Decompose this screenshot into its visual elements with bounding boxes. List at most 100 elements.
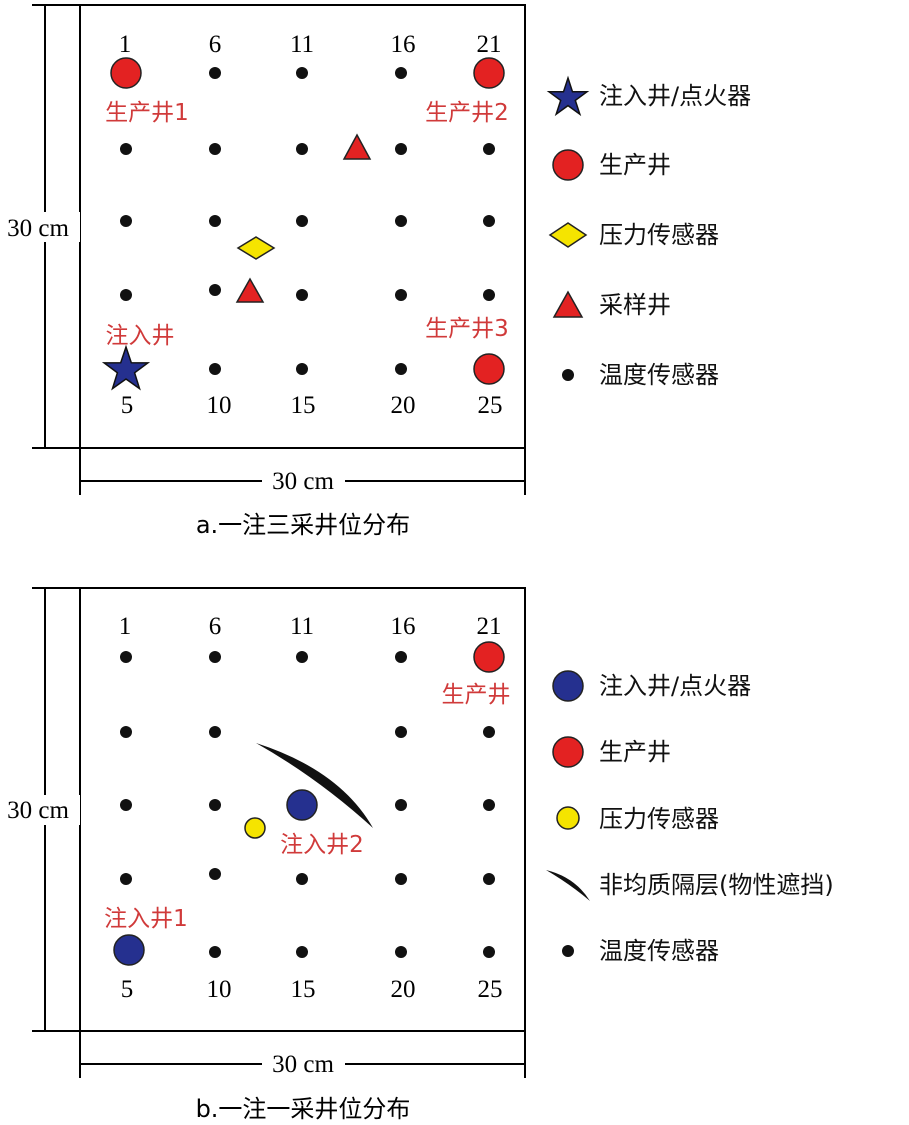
legend-label: 生产井 — [599, 151, 671, 179]
grid-number: 15 — [291, 392, 316, 419]
dim-bottom-label-a: 30 cm — [272, 468, 334, 495]
producer-well-1 — [110, 57, 142, 89]
grid-number: 6 — [209, 613, 222, 640]
red-circle-icon — [552, 149, 584, 181]
yellow-circle-icon — [556, 806, 580, 830]
grid-number: 5 — [121, 392, 134, 419]
grid-number: 11 — [290, 31, 314, 58]
temperature-sensor — [120, 726, 132, 738]
temperature-sensor — [395, 651, 407, 663]
grid-number: 16 — [391, 613, 416, 640]
temperature-sensor — [395, 363, 407, 375]
heterogeneous-barrier — [256, 743, 373, 828]
legend-label: 压力传感器 — [599, 805, 719, 833]
grid-number: 21 — [477, 31, 502, 58]
legend-label: 非均质隔层(物性遮挡) — [599, 871, 834, 899]
temperature-sensor — [483, 726, 495, 738]
temperature-sensor — [395, 946, 407, 958]
temperature-sensor — [483, 799, 495, 811]
temperature-sensor — [296, 215, 308, 227]
grid-number: 25 — [478, 976, 503, 1003]
temperature-sensors-a — [120, 67, 495, 375]
grid-number: 10 — [207, 392, 232, 419]
producer-1-label: 生产井1 — [105, 100, 189, 126]
top-numbers-b: 1 6 11 16 21 — [119, 613, 502, 640]
grid-number: 6 — [209, 31, 222, 58]
red-triangle-icon — [552, 290, 584, 318]
grid-number: 20 — [391, 392, 416, 419]
temperature-sensor — [483, 946, 495, 958]
temperature-sensor — [120, 799, 132, 811]
red-circle-icon — [552, 736, 584, 768]
temperature-sensor — [296, 143, 308, 155]
diagram-b: 30 cm 30 cm 1 6 11 16 21 5 10 15 20 25 — [0, 587, 834, 1123]
temperature-sensor — [209, 284, 221, 296]
injector-2-label: 注入井2 — [280, 832, 364, 858]
sampling-well — [235, 277, 265, 303]
temperature-sensor — [120, 215, 132, 227]
bottom-numbers-a: 5 10 15 20 25 — [121, 392, 503, 419]
producer-well-3 — [473, 353, 505, 385]
temperature-sensor — [296, 289, 308, 301]
grid-number: 5 — [121, 976, 134, 1003]
temperature-sensor — [209, 946, 221, 958]
black-dot-icon — [562, 945, 574, 957]
temperature-sensor — [395, 726, 407, 738]
temperature-sensor — [483, 873, 495, 885]
temperature-sensor — [209, 143, 221, 155]
temperature-sensor — [209, 215, 221, 227]
producer-3-label: 生产井3 — [425, 316, 509, 342]
temperature-sensors-b — [120, 651, 495, 958]
caption-a: a.一注三采井位分布 — [196, 511, 410, 539]
star-icon — [546, 75, 590, 117]
injector-well-2 — [286, 789, 318, 821]
temperature-sensor — [296, 946, 308, 958]
legend-label: 注入井/点火器 — [599, 672, 751, 700]
grid-number: 11 — [290, 613, 314, 640]
injector-label: 注入井 — [106, 323, 175, 349]
legend-label: 温度传感器 — [599, 937, 719, 965]
temperature-sensor — [296, 873, 308, 885]
producer-well-2 — [473, 57, 505, 89]
grid-number: 21 — [477, 613, 502, 640]
diagram-a: 30 cm 30 cm 1 6 11 16 21 5 10 15 20 25 — [0, 4, 751, 539]
temperature-sensor — [296, 363, 308, 375]
temperature-sensor — [395, 143, 407, 155]
grid-number: 16 — [391, 31, 416, 58]
barrier-icon — [546, 870, 590, 901]
temperature-sensor — [120, 143, 132, 155]
temperature-sensor — [395, 799, 407, 811]
injector-well-star — [101, 344, 151, 391]
temperature-sensor — [209, 651, 221, 663]
grid-number: 1 — [119, 31, 132, 58]
temperature-sensor — [395, 289, 407, 301]
legend-label: 采样井 — [599, 291, 671, 319]
grid-number: 15 — [291, 976, 316, 1003]
temperature-sensor — [209, 363, 221, 375]
temperature-sensor — [120, 873, 132, 885]
temperature-sensor — [209, 799, 221, 811]
top-numbers-a: 1 6 11 16 21 — [119, 31, 502, 58]
legend-a: 注入井/点火器 生产井 压力传感器 采样井 温度传感器 — [546, 75, 751, 389]
temperature-sensor — [483, 289, 495, 301]
dim-bottom-b — [79, 1031, 526, 1078]
black-dot-icon — [562, 369, 574, 381]
producer-well — [473, 641, 505, 673]
producer-2-label: 生产井2 — [425, 100, 509, 126]
dim-left-label-b: 30 cm — [7, 797, 69, 824]
injector-1-label: 注入井1 — [104, 906, 188, 932]
temperature-sensor — [395, 873, 407, 885]
temperature-sensor — [120, 651, 132, 663]
grid-number: 20 — [391, 976, 416, 1003]
grid-number: 1 — [119, 613, 132, 640]
temperature-sensor — [483, 215, 495, 227]
dim-bottom-a — [79, 448, 526, 495]
pressure-sensor — [244, 817, 266, 839]
legend-label: 压力传感器 — [599, 221, 719, 249]
caption-b: b.一注一采井位分布 — [196, 1095, 411, 1123]
legend-label: 生产井 — [599, 738, 671, 766]
grid-number: 25 — [478, 392, 503, 419]
bottom-numbers-b: 5 10 15 20 25 — [121, 976, 503, 1003]
temperature-sensor — [395, 215, 407, 227]
